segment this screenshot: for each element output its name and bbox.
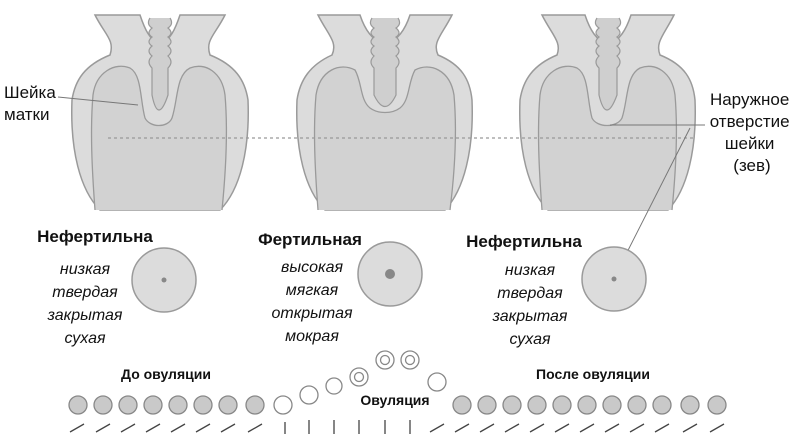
- day-circle: [118, 395, 138, 415]
- cervix-label-line-2: матки: [4, 105, 50, 124]
- descriptors-right: низкая твердая закрытая сухая: [492, 262, 568, 348]
- day-circle: [502, 395, 522, 415]
- cycle-days-ovulation: [273, 350, 447, 415]
- os-label-line-4: (зев): [733, 156, 770, 175]
- day-circle: [552, 395, 572, 415]
- descriptor-middle-4: мокрая: [285, 328, 339, 345]
- tick-slash: [629, 423, 645, 433]
- tick-slash: [429, 423, 445, 433]
- tick-slash: [170, 423, 186, 433]
- day-circle-ring-inner: [353, 371, 365, 383]
- tick-slash: [654, 423, 670, 433]
- tick-slash: [479, 423, 495, 433]
- day-circle-open: [273, 395, 293, 415]
- day-circle-open: [299, 385, 319, 405]
- cervix-label: Шейка матки: [4, 83, 61, 124]
- day-circle: [577, 395, 597, 415]
- tick-slash: [709, 423, 725, 433]
- tick-slash: [95, 423, 111, 433]
- os-label: Наружное отверстие шейки (зев): [710, 90, 795, 175]
- os-view-middle: [357, 241, 423, 307]
- tick-slash: [454, 423, 470, 433]
- day-circle: [452, 395, 472, 415]
- tick-slash: [247, 423, 263, 433]
- state-title-middle: Фертильная: [258, 230, 362, 249]
- tick-slash: [604, 423, 620, 433]
- descriptor-middle-3: открытая: [271, 305, 353, 322]
- descriptor-middle-1: высокая: [281, 259, 343, 276]
- cycle-days-after: [452, 395, 727, 415]
- tick-slash: [554, 423, 570, 433]
- os-view-right: [581, 246, 647, 312]
- day-circle: [168, 395, 188, 415]
- tick-slash: [682, 423, 698, 433]
- uterus-diagram-left: [71, 14, 249, 211]
- descriptor-right-3: закрытая: [492, 308, 568, 325]
- descriptors-left: низкая твердая закрытая сухая: [47, 261, 123, 347]
- day-circle: [93, 395, 113, 415]
- day-circle: [707, 395, 727, 415]
- day-circle: [527, 395, 547, 415]
- descriptor-left-2: твердая: [52, 284, 118, 301]
- descriptor-left-4: сухая: [64, 330, 106, 347]
- day-circle: [652, 395, 672, 415]
- descriptor-right-4: сухая: [509, 331, 551, 348]
- tick-slash: [195, 423, 211, 433]
- day-circle-open: [325, 377, 343, 395]
- day-circle: [477, 395, 497, 415]
- descriptor-right-2: твердая: [497, 285, 563, 302]
- state-title-left: Нефертильна: [37, 227, 153, 246]
- day-circle-ring-inner: [379, 354, 391, 366]
- tick-slash: [120, 423, 136, 433]
- os-label-line-3: шейки: [725, 134, 775, 153]
- day-circle: [143, 395, 163, 415]
- day-circle: [218, 395, 238, 415]
- cycle-days-before: [68, 395, 265, 415]
- os-label-line-2: отверстие: [710, 112, 790, 131]
- os-opening-right: [611, 276, 617, 282]
- day-circle: [602, 395, 622, 415]
- descriptor-left-1: низкая: [60, 261, 111, 278]
- descriptor-right-1: низкая: [505, 262, 556, 279]
- os-opening-left: [161, 277, 167, 283]
- cervix-label-line-1: Шейка: [4, 83, 56, 102]
- day-circle-open: [427, 372, 447, 392]
- day-circle: [680, 395, 700, 415]
- tick-slash: [579, 423, 595, 433]
- tick-slash: [69, 423, 85, 433]
- tick-slash: [504, 423, 520, 433]
- uterus-diagram-right: [519, 14, 697, 211]
- label-ovulation: Овуляция: [360, 392, 429, 408]
- day-circle: [245, 395, 265, 415]
- descriptor-middle-2: мягкая: [286, 282, 339, 299]
- tick-slash: [145, 423, 161, 433]
- label-after-ovulation: После овуляции: [536, 366, 650, 382]
- day-circle: [627, 395, 647, 415]
- day-circle: [68, 395, 88, 415]
- uterus-diagram-middle: [296, 14, 474, 211]
- label-before-ovulation: До овуляции: [121, 366, 211, 382]
- os-opening-middle: [385, 269, 395, 279]
- descriptor-left-3: закрытая: [47, 307, 123, 324]
- tick-slash: [529, 423, 545, 433]
- tick-slash: [220, 423, 236, 433]
- os-label-line-1: Наружное: [710, 90, 789, 109]
- os-view-left: [131, 247, 197, 313]
- descriptors-middle: высокая мягкая открытая мокрая: [271, 259, 353, 345]
- state-title-right: Нефертильна: [466, 232, 582, 251]
- day-circle-ring-inner: [404, 354, 416, 366]
- day-circle: [193, 395, 213, 415]
- cervix-pointer-line: [57, 96, 139, 106]
- mucus-tick-marks: [69, 420, 725, 434]
